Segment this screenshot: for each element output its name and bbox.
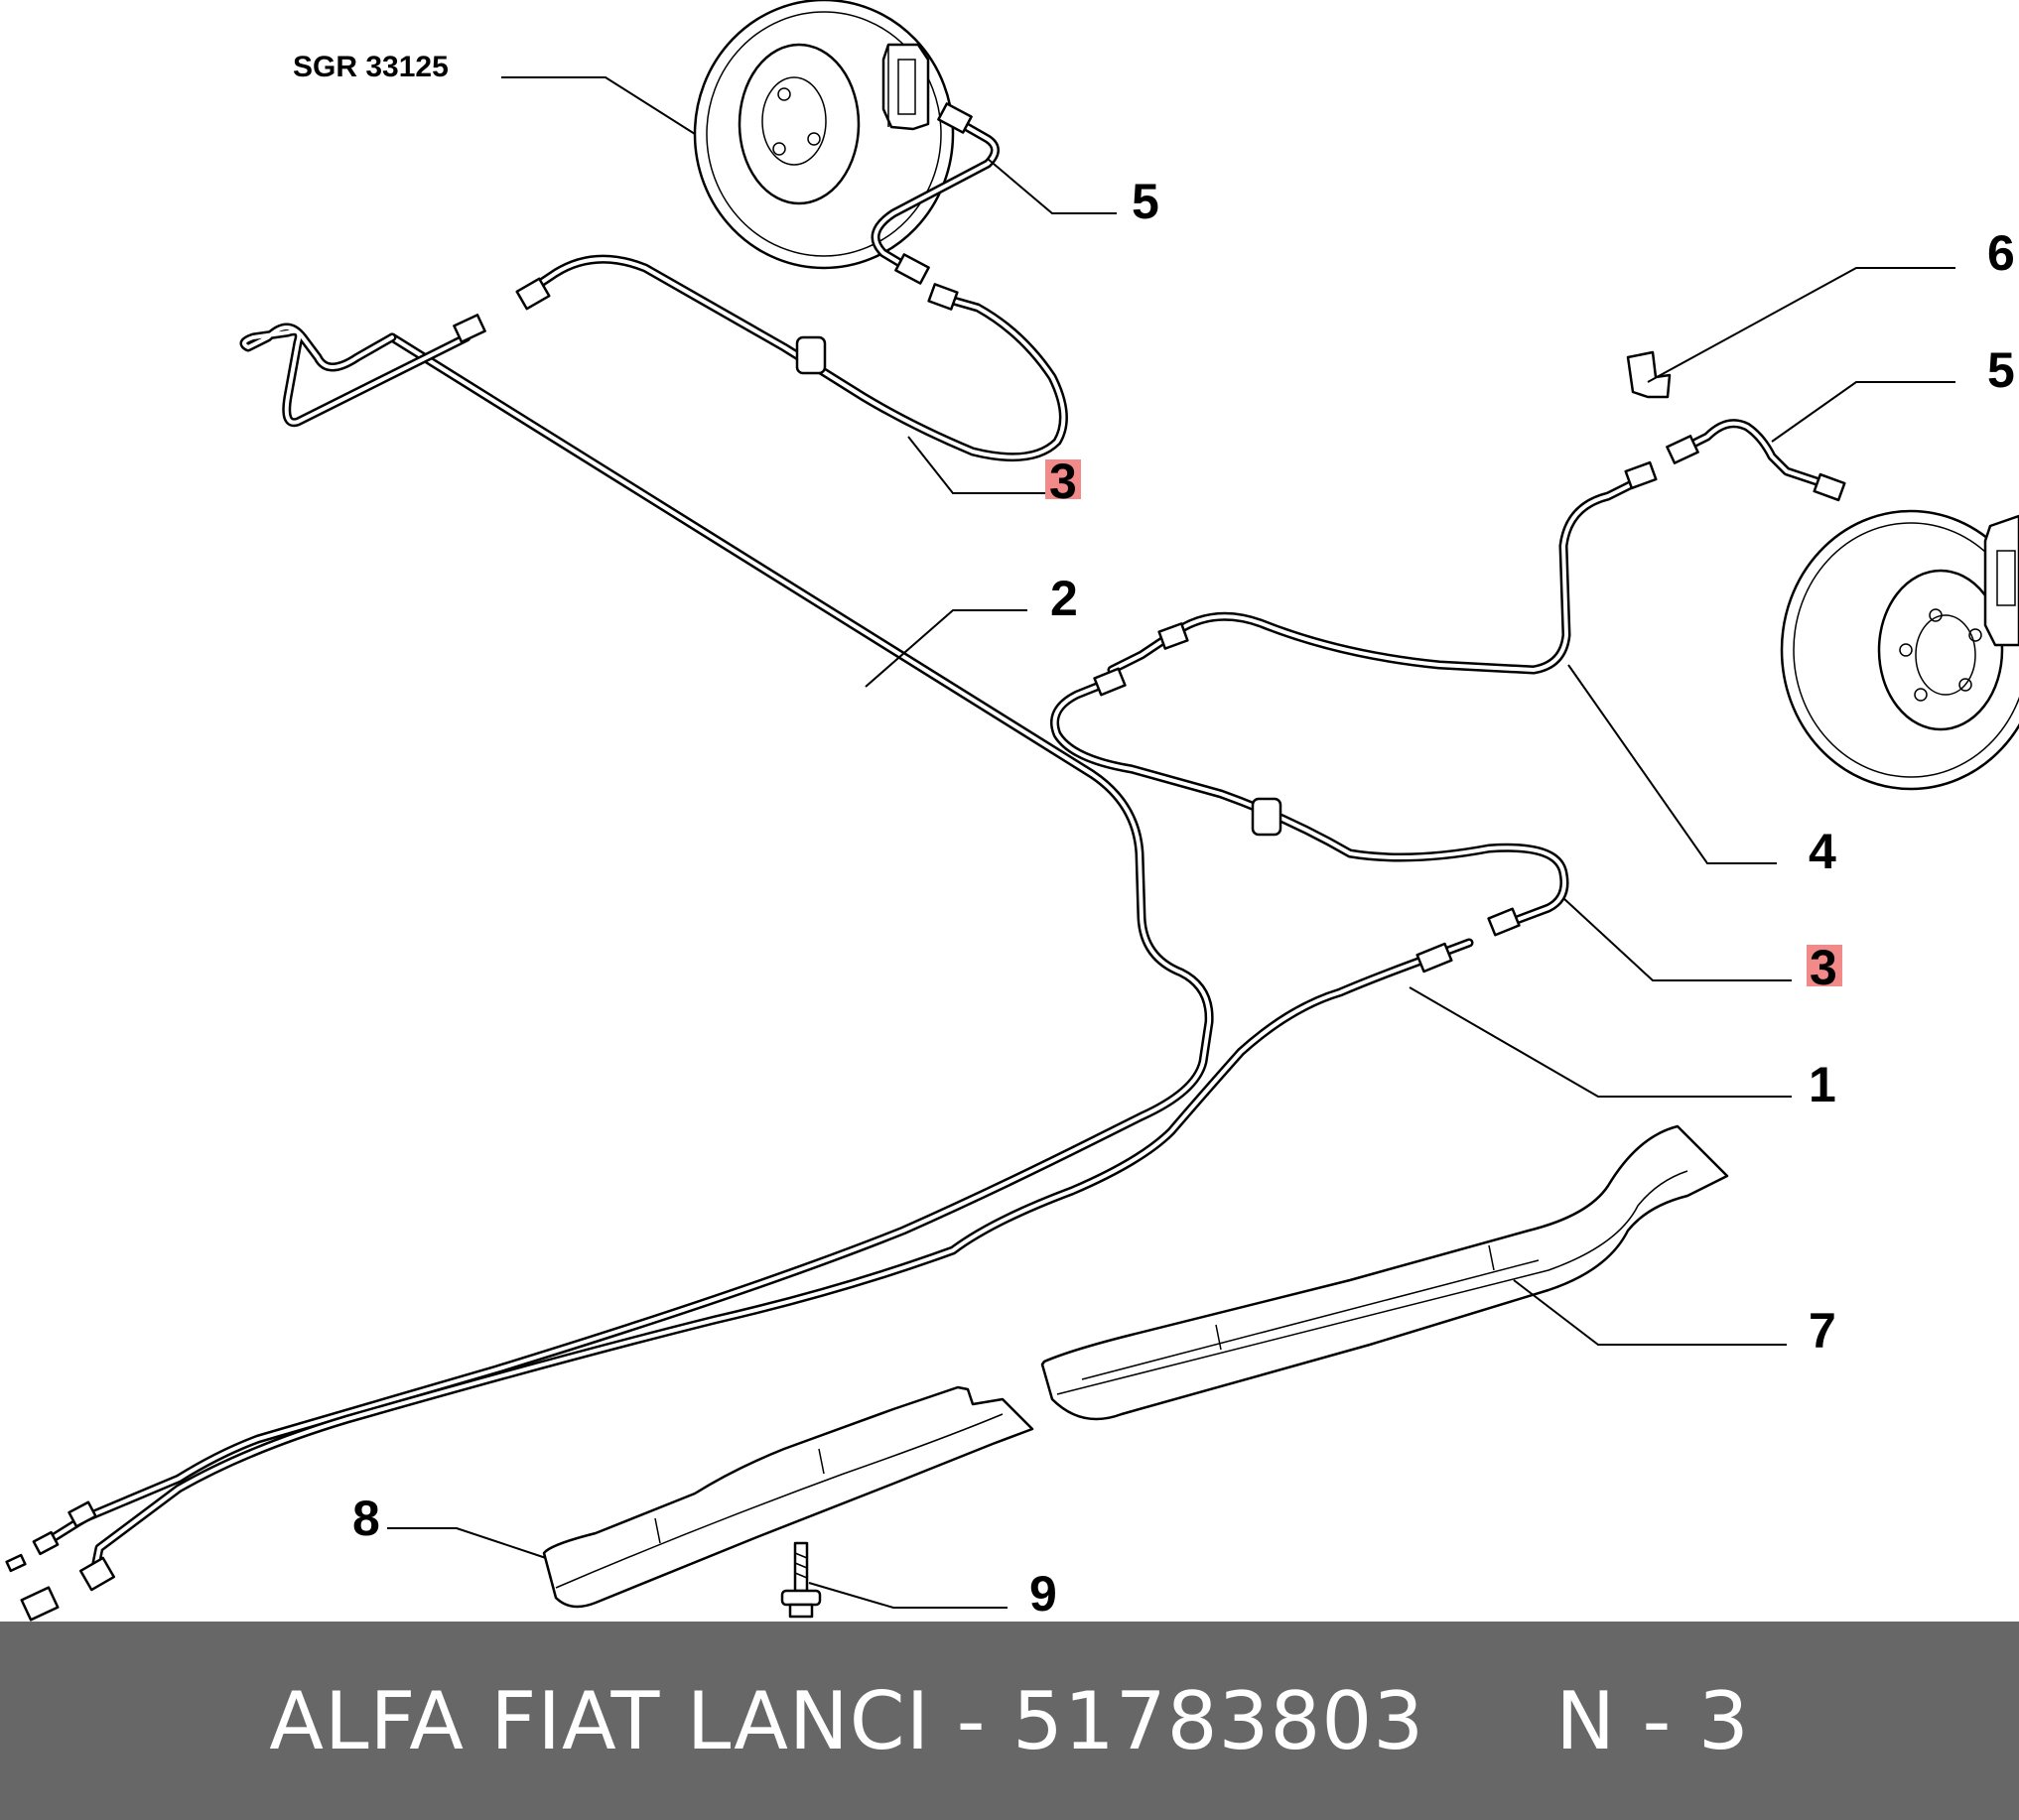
callout-3-top: 3 (1045, 454, 1081, 509)
highlight-box (1807, 945, 1842, 986)
callout-label: 9 (1029, 1566, 1057, 1622)
callout-5-right: 5 (1987, 342, 2015, 398)
brake-pipe-2 (32, 332, 1214, 1556)
brake-pipe-1 (78, 938, 1474, 1592)
cover-8 (542, 1385, 1034, 1609)
highlight-box (1045, 459, 1081, 499)
callout-label: 3 (1810, 940, 1837, 995)
callout-label: 3 (1049, 454, 1077, 509)
callout-5-top: 5 (1132, 174, 1159, 229)
callout-label: 4 (1809, 824, 1836, 879)
callout-label: 6 (1987, 225, 2015, 281)
callout-3-right: 3 (1807, 940, 1842, 995)
screw-9 (780, 1541, 822, 1619)
brake-disc-right (1780, 509, 2019, 791)
callout-label: 2 (1050, 571, 1078, 626)
footer-part-number: ALFA FIAT LANCI - 51783803 N - 3 (269, 1674, 1750, 1767)
pipe-loop-top-left (239, 314, 486, 428)
cover-7 (1040, 1124, 1729, 1421)
callout-8: 8 (352, 1491, 380, 1546)
brake-hose-5-right (1666, 419, 1846, 502)
bleed-fitting-small (5, 1553, 60, 1622)
brake-hose-5-top (871, 102, 1000, 285)
callout-4: 4 (1809, 824, 1836, 879)
brake-hose-3-right (1050, 667, 1569, 937)
callout-9: 9 (1029, 1566, 1057, 1622)
callout-6: 6 (1987, 225, 2015, 281)
brake-hose-4 (1107, 460, 1658, 675)
callout-label: 1 (1809, 1057, 1836, 1112)
callout-2: 2 (1050, 571, 1078, 626)
brake-disc-left (693, 0, 955, 270)
callout-label: 5 (1132, 174, 1159, 229)
callout-7: 7 (1809, 1303, 1836, 1359)
leader-lines (387, 76, 1955, 1609)
parts-diagram: SGR 33125 5 3 6 5 2 4 3 1 7 8 9 (5, 0, 2019, 1622)
callout-1: 1 (1809, 1057, 1836, 1112)
footer-bar: ALFA FIAT LANCI - 51783803 N - 3 (0, 1622, 2019, 1820)
callout-label: 5 (1987, 342, 2015, 398)
callout-label: 8 (352, 1491, 380, 1546)
callout-label: 7 (1809, 1303, 1836, 1359)
clip-6 (1626, 350, 1672, 399)
reference-label: SGR 33125 (293, 51, 449, 83)
brake-hose-3-top (515, 254, 1068, 462)
